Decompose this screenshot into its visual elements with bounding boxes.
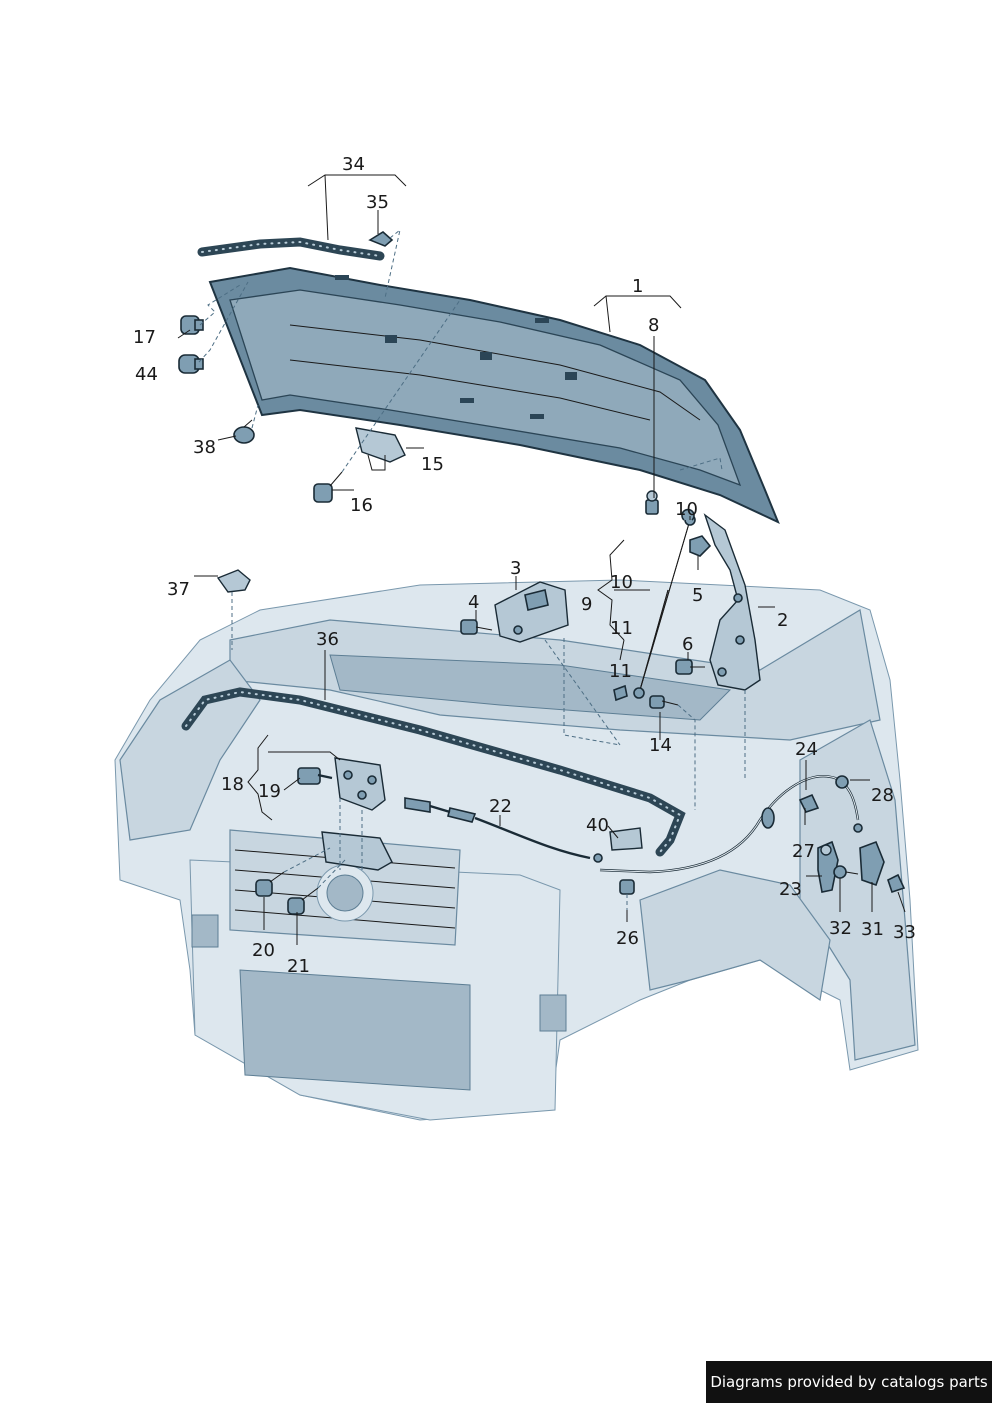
footer-credit-text: Diagrams provided by catalogs parts: [710, 1373, 988, 1391]
release-cable-22: [404, 797, 603, 863]
callout-27: 27: [792, 841, 815, 862]
bolt-4: [460, 619, 493, 635]
ball-stud-8: [645, 490, 659, 515]
callout-33: 33: [893, 922, 916, 943]
hood-lock-18: [334, 757, 386, 811]
callout-8: 8: [648, 315, 659, 336]
hood-panel: [208, 266, 780, 524]
vehicle-front-body: [114, 579, 919, 1121]
clip-35: [368, 231, 394, 247]
diagram-credit-footer: Diagrams provided by catalogs parts: [706, 1361, 992, 1403]
callout-10-upper: 10: [675, 499, 698, 520]
callout-20: 20: [252, 940, 275, 961]
clip-27: [798, 793, 820, 813]
clip-11-lower: [613, 684, 628, 702]
callout-14: 14: [649, 735, 672, 756]
callout-6: 6: [682, 634, 693, 655]
callout-11-upper: 11: [610, 618, 633, 639]
callout-24: 24: [795, 739, 818, 760]
callout-40: 40: [586, 815, 609, 836]
bolt-6: [675, 659, 705, 675]
clip-38: [233, 419, 255, 444]
release-cable-24: [599, 775, 863, 874]
bolt-21: [287, 887, 319, 915]
clip-37: [216, 569, 251, 593]
release-lever-23: [817, 840, 839, 893]
callout-34: 34: [342, 154, 365, 175]
callout-32: 32: [829, 918, 852, 939]
leader-lines: [177, 174, 906, 945]
hood-parts: [178, 231, 906, 915]
callout-22: 22: [489, 796, 512, 817]
clip-26: [619, 879, 635, 895]
hinge-2: [703, 513, 761, 691]
callout-1: 1: [632, 276, 643, 297]
assembly-guide-lines: [198, 228, 746, 910]
callout-28: 28: [871, 785, 894, 806]
callout-37: 37: [167, 579, 190, 600]
callout-5: 5: [692, 585, 703, 606]
bracket-31: [859, 840, 885, 887]
callout-31: 31: [861, 919, 884, 940]
callout-23: 23: [779, 879, 802, 900]
rubber-buffer-44: [178, 354, 204, 374]
connector-19: [297, 767, 333, 785]
callout-3: 3: [510, 558, 521, 579]
engine-bay-seal: [181, 687, 686, 857]
clip-10-upper: [681, 508, 695, 521]
callout-21: 21: [287, 956, 310, 977]
callout-15: 15: [421, 454, 444, 475]
callout-26: 26: [616, 928, 639, 949]
rubber-buffer-17: [180, 315, 204, 335]
bracket-3: [494, 581, 569, 643]
callout-10-lower: 10: [610, 572, 633, 593]
nut-5: [689, 535, 712, 557]
callout-35: 35: [366, 192, 389, 213]
bolt-14: [649, 695, 679, 709]
callout-18: 18: [221, 774, 244, 795]
hood-seal-front: [197, 237, 385, 261]
bolt-16: [313, 471, 343, 503]
callout-44: 44: [135, 364, 158, 385]
handle-40: [609, 827, 643, 851]
callout-11-lower: 11: [609, 661, 632, 682]
callout-2: 2: [777, 610, 788, 631]
callout-16: 16: [350, 495, 373, 516]
callout-19: 19: [258, 781, 281, 802]
bolt-20: [255, 871, 285, 897]
clip-33: [887, 873, 906, 894]
callout-36: 36: [316, 629, 339, 650]
callout-labels: 34 35 1 8 17 44 38 15 16 10 10 3 37 9 5 …: [133, 154, 916, 977]
callout-4: 4: [468, 592, 479, 613]
lock-striker-15: [355, 427, 406, 471]
callout-9: 9: [581, 594, 592, 615]
callout-38: 38: [193, 437, 216, 458]
callout-17: 17: [133, 327, 156, 348]
